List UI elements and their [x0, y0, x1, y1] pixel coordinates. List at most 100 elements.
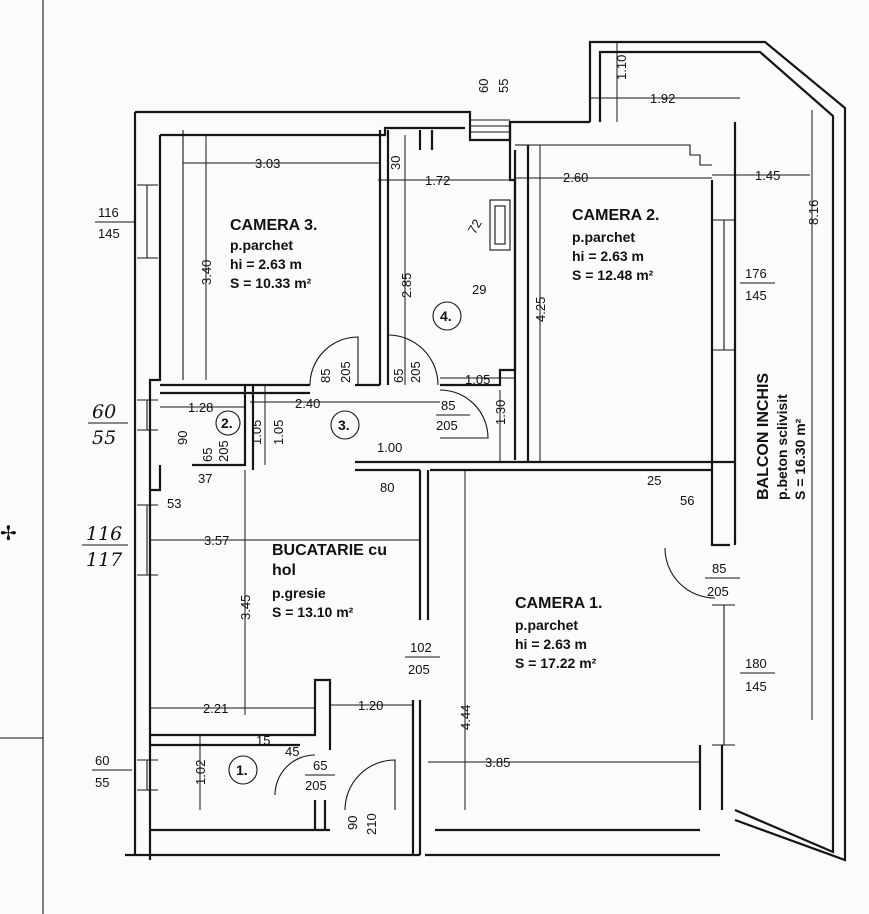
camera1-height: hi = 2.63 m — [515, 636, 587, 652]
bathroom-fixture — [489, 199, 511, 251]
bucatarie-area: S = 13.10 m² — [272, 604, 354, 620]
balcon-area: S = 16.30 m² — [792, 418, 808, 500]
label-camera2: CAMERA 2. p.parchet hi = 2.63 m S = 12.4… — [572, 207, 659, 283]
dim-2-60: 2.60 — [563, 170, 588, 185]
dim-2-40: 2.40 — [295, 396, 320, 411]
entrance-door-90: 90 — [345, 816, 360, 830]
label-camera3: CAMERA 3. p.parchet hi = 2.63 m S = 10.3… — [230, 217, 317, 291]
dim-56: 56 — [680, 493, 694, 508]
dim-2-21: 2.21 — [203, 701, 228, 716]
entrance-door-210: 210 — [364, 813, 379, 835]
bucatarie-floor: p.gresie — [272, 585, 326, 601]
door-hall-205: 205 — [436, 418, 458, 433]
camera2-floor: p.parchet — [572, 229, 635, 245]
window-60-height: 55 — [95, 775, 109, 790]
door-camera3-85: 85 — [318, 369, 333, 383]
label-camera1: CAMERA 1. p.parchet hi = 2.63 m S = 17.2… — [515, 595, 602, 671]
door-room4-205: 205 — [408, 361, 423, 383]
room-number-3: 3. — [330, 410, 360, 440]
camera3-height: hi = 2.63 m — [230, 256, 302, 272]
dim-53: 53 — [167, 496, 181, 511]
balcon-floor: p.beton sclivisit — [774, 394, 790, 500]
camera3-floor: p.parchet — [230, 237, 293, 253]
label-balcon: BALCON INCHIS p.beton sclivisit S = 16.3… — [755, 373, 808, 500]
door-room2-205: 205 — [216, 440, 231, 462]
dim-90: 90 — [175, 431, 190, 445]
window-176: 176 — [745, 266, 767, 281]
dim-8-16: 8.16 — [806, 200, 821, 225]
bucatarie-name-line2: hol — [272, 562, 296, 579]
dim-72: 72 — [465, 216, 485, 236]
hand-60: 60 — [92, 401, 116, 423]
window-116-height: 145 — [98, 226, 120, 241]
svg-text:4.: 4. — [440, 308, 452, 324]
camera2-name: CAMERA 2. — [572, 207, 659, 224]
dim-3-45: 3.45 — [238, 595, 253, 620]
interior-walls — [150, 130, 735, 855]
camera2-area: S = 12.48 m² — [572, 267, 654, 283]
door-room1-65: 65 — [313, 758, 327, 773]
dim-45: 45 — [285, 744, 299, 759]
dim-4-44: 4.44 — [458, 705, 473, 730]
hand-117: 117 — [86, 549, 123, 571]
camera1-area: S = 17.22 m² — [515, 655, 597, 671]
dim-3-85: 3.85 — [485, 755, 510, 770]
dim-1-10: 1.10 — [614, 55, 629, 80]
dim-1-05b: 1.05 — [249, 420, 264, 445]
door-room1-205: 205 — [305, 778, 327, 793]
dim-1-05a: 1.05 — [465, 372, 490, 387]
door-camera3-205: 205 — [338, 361, 353, 383]
dim-15: 15 — [256, 733, 270, 748]
dim-1-92: 1.92 — [650, 91, 675, 106]
svg-text:1.: 1. — [236, 762, 248, 778]
room-number-1: 1. — [228, 755, 258, 785]
dim-1-20: 1.20 — [358, 698, 383, 713]
dim-25: 25 — [647, 473, 661, 488]
door-camera1-205: 205 — [707, 584, 729, 599]
bucatarie-name-line1: BUCATARIE cu — [272, 542, 387, 559]
dim-2-85: 2.85 — [399, 273, 414, 298]
door-hall-85: 85 — [441, 398, 455, 413]
camera2-height: hi = 2.63 m — [572, 248, 644, 264]
door-room2-65: 65 — [200, 448, 215, 462]
dim-1-00: 1.00 — [377, 440, 402, 455]
dim-1-05c: 1.05 — [271, 420, 286, 445]
camera1-floor: p.parchet — [515, 617, 578, 633]
dimension-lines — [150, 42, 813, 810]
hand-116: 116 — [86, 523, 122, 545]
camera3-name: CAMERA 3. — [230, 217, 317, 234]
window-180-height: 145 — [745, 679, 767, 694]
dim-29: 29 — [472, 282, 486, 297]
label-bucatarie: BUCATARIE cu hol p.gresie S = 13.10 m² — [272, 542, 387, 620]
svg-text:3.: 3. — [338, 417, 350, 433]
door-room4-65: 65 — [391, 369, 406, 383]
windows — [137, 119, 735, 791]
hand-mark: ✢ — [0, 523, 17, 545]
dim-1-72: 1.72 — [425, 173, 450, 188]
door-camera1-85: 85 — [712, 561, 726, 576]
dim-1-45: 1.45 — [755, 168, 780, 183]
camera1-name: CAMERA 1. — [515, 595, 602, 612]
window-116: 116 — [98, 205, 119, 220]
window-176-height: 145 — [745, 288, 767, 303]
dim-3-57: 3.57 — [204, 533, 229, 548]
room-number-4: 4. — [432, 301, 462, 331]
window-60: 60 — [95, 753, 109, 768]
balcon-name: BALCON INCHIS — [755, 373, 772, 500]
outer-walls — [125, 110, 737, 860]
dim-37: 37 — [198, 471, 212, 486]
camera3-area: S = 10.33 m² — [230, 275, 312, 291]
window-180: 180 — [745, 656, 767, 671]
dim-30: 30 — [388, 156, 403, 170]
top-opening-55: 55 — [496, 79, 511, 93]
balcony-outline — [588, 40, 847, 862]
dim-1-30: 1.30 — [493, 400, 508, 425]
dim-3-03: 3.03 — [255, 156, 280, 171]
door-kitchen-205: 205 — [408, 662, 430, 677]
dim-3-40: 3.40 — [199, 260, 214, 285]
dim-1-28: 1.28 — [188, 400, 213, 415]
opening-labels: 60 55 116 145 176 145 180 145 60 55 60 5… — [82, 79, 775, 835]
top-opening-60: 60 — [476, 79, 491, 93]
door-kitchen-102: 102 — [410, 640, 432, 655]
